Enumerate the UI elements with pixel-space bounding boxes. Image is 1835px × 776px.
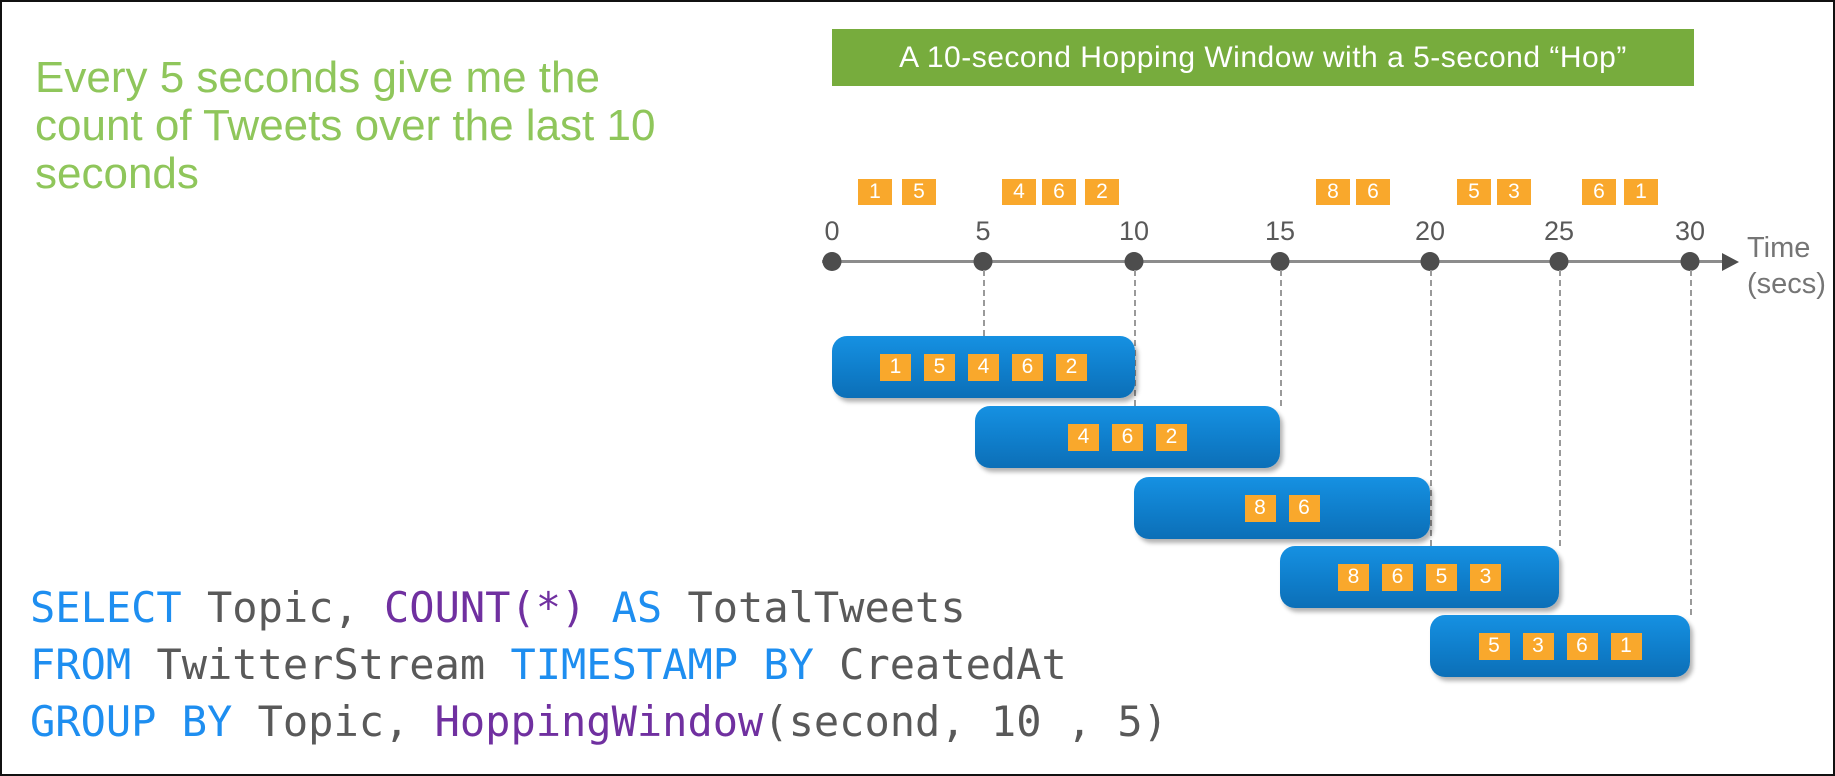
sql-token-plain: Topic, <box>181 583 385 632</box>
window-event-box: 8 <box>1244 494 1276 522</box>
timeline-event-box: 1 <box>858 179 892 205</box>
sql-token-keyword: FROM <box>30 640 132 689</box>
window-event-box: 6 <box>1566 632 1598 660</box>
tick-dot-30 <box>1680 252 1700 271</box>
headline-line: seconds <box>35 149 199 198</box>
tick-label-10: 10 <box>1118 216 1150 246</box>
tick-dropline <box>1280 270 1282 406</box>
timeline-event-box: 4 <box>1002 179 1036 205</box>
tick-label-15: 15 <box>1264 216 1296 246</box>
sql-token-keyword: SELECT <box>30 583 182 632</box>
window-event-box: 3 <box>1470 563 1501 591</box>
headline-line: count of Tweets over the last 10 <box>35 101 656 150</box>
window-event-box: 2 <box>1156 423 1187 451</box>
window-event-box: 4 <box>1068 423 1099 451</box>
timeline-event-box: 6 <box>1582 179 1616 205</box>
window-event-box: 5 <box>1426 563 1457 591</box>
window-event-box: 3 <box>1522 632 1554 660</box>
sql-token-plain: CreatedAt <box>813 640 1067 689</box>
sql-token-plain: (second, 10 , 5) <box>763 697 1168 746</box>
headline-line: Every 5 seconds give me the <box>35 53 600 102</box>
sql-code-line: SELECT Topic, COUNT(*) AS TotalTweets <box>30 579 1168 636</box>
axis-unit-secs: (secs) <box>1747 268 1826 300</box>
timeline-event-box: 3 <box>1497 179 1531 205</box>
window-event-box: 6 <box>1012 353 1043 381</box>
tick-label-5: 5 <box>975 216 991 246</box>
axis-unit-label: Time (secs) <box>1747 230 1826 302</box>
tick-dropline <box>1690 270 1692 615</box>
axis-unit-time: Time <box>1747 232 1811 264</box>
tick-label-30: 30 <box>1674 216 1706 246</box>
tick-dot-0 <box>822 252 842 271</box>
timeline-event-box: 8 <box>1316 179 1350 205</box>
sql-token-keyword: GROUP BY <box>30 697 233 746</box>
sql-token-function: COUNT(*) <box>384 583 587 632</box>
tick-dropline <box>1430 270 1432 546</box>
window-event-box: 5 <box>1478 632 1510 660</box>
sql-token-keyword: AS <box>586 583 688 632</box>
tick-dropline <box>1134 270 1136 406</box>
sql-code-line: GROUP BY Topic, HoppingWindow(second, 10… <box>30 693 1168 750</box>
window-event-box: 6 <box>1288 494 1320 522</box>
tick-label-25: 25 <box>1543 216 1575 246</box>
sql-token-function: HoppingWindow <box>434 697 764 746</box>
window-event-box: 4 <box>968 353 999 381</box>
tick-dropline <box>983 270 985 336</box>
window-event-box: 1 <box>880 353 911 381</box>
tick-dot-5 <box>973 252 993 271</box>
window-event-box: 8 <box>1338 563 1369 591</box>
timeline-event-box: 5 <box>1457 179 1491 205</box>
timeline-event-box: 2 <box>1085 179 1119 205</box>
window-event-box: 5 <box>924 353 955 381</box>
tick-label-20: 20 <box>1414 216 1446 246</box>
window-event-box: 1 <box>1610 632 1642 660</box>
timeline-event-box: 6 <box>1042 179 1076 205</box>
tick-dot-25 <box>1549 252 1569 271</box>
tick-dot-20 <box>1420 252 1440 271</box>
hopping-window-banner: A 10-second Hopping Window with a 5-seco… <box>832 29 1694 86</box>
sql-token-keyword: TIMESTAMP BY <box>510 640 814 689</box>
tick-dot-15 <box>1270 252 1290 271</box>
window-event-box: 6 <box>1112 423 1143 451</box>
timeline-event-box: 5 <box>902 179 936 205</box>
tick-dot-10 <box>1124 252 1144 271</box>
window-event-box: 2 <box>1056 353 1087 381</box>
tick-dropline <box>1559 270 1561 546</box>
sql-token-plain: Topic, <box>232 697 435 746</box>
window-event-box: 6 <box>1382 563 1413 591</box>
timeline-event-box: 6 <box>1356 179 1390 205</box>
sql-code-line: FROM TwitterStream TIMESTAMP BY CreatedA… <box>30 636 1168 693</box>
timeline-arrow-icon <box>1722 253 1739 271</box>
timeline-event-box: 1 <box>1624 179 1658 205</box>
sql-token-plain: TwitterStream <box>131 640 511 689</box>
sql-token-plain: TotalTweets <box>687 583 966 632</box>
tick-label-0: 0 <box>824 216 840 246</box>
